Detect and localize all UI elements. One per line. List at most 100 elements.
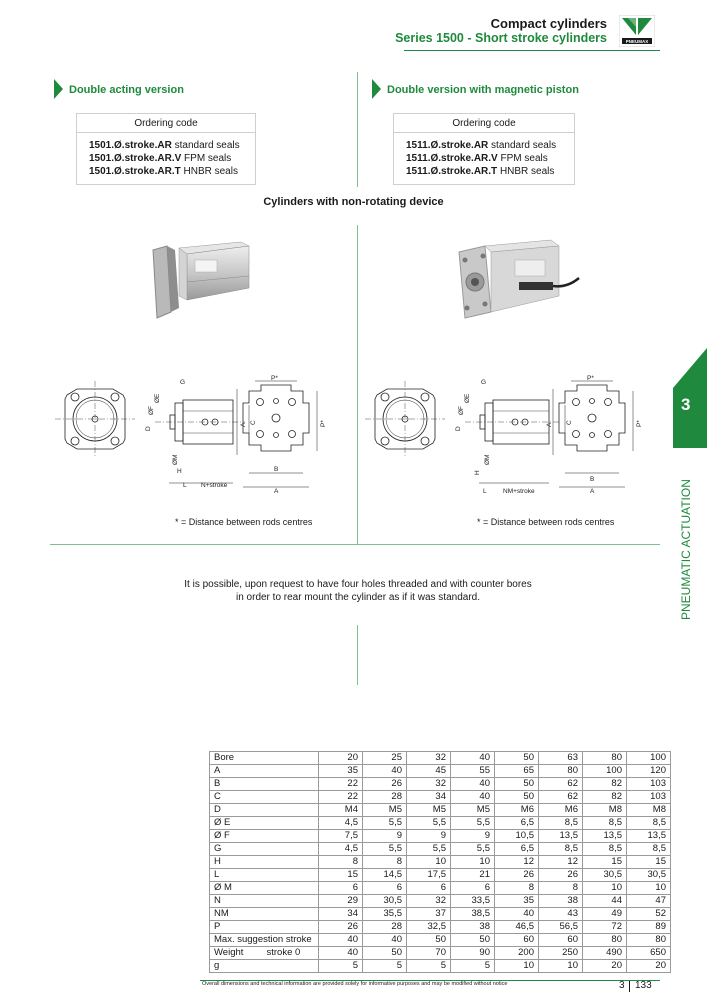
table-cell: 13,5	[626, 829, 671, 843]
table-cell: 46,5	[494, 920, 539, 934]
table-cell: 25	[362, 751, 407, 765]
right-ordering-box: Ordering code 1511.Ø.stroke.AR standard …	[393, 113, 575, 185]
table-cell: 250	[538, 946, 583, 960]
footer-separator	[629, 981, 630, 992]
table-cell: 50	[494, 751, 539, 765]
table-row-label: g	[209, 959, 263, 973]
note-line-2: in order to rear mount the cylinder as i…	[235, 592, 480, 603]
table-cell: 100	[626, 751, 671, 765]
left-section-heading: Double acting version	[69, 84, 184, 96]
dim-of-label: ØF	[148, 406, 155, 415]
footer-page-number: 133	[635, 980, 652, 991]
table-cell: 38	[450, 920, 495, 934]
table-cell: 10	[582, 881, 627, 895]
table-cell: 5,5	[450, 842, 495, 856]
dim-pstar-top-label: P*	[271, 375, 278, 382]
table-row-label: H	[209, 855, 319, 869]
divider-drawings	[357, 225, 358, 545]
table-cell: 62	[538, 777, 583, 791]
chapter-number: 3	[681, 395, 690, 414]
table-cell: 40	[362, 764, 407, 778]
table-cell: 6	[318, 881, 363, 895]
table-cell: 52	[626, 907, 671, 921]
table-cell: 5,5	[450, 816, 495, 830]
page-subtitle: Series 1500 - Short stroke cylinders	[395, 31, 607, 45]
dim-c-label: C	[250, 420, 257, 425]
table-cell: 50	[406, 933, 451, 947]
dim-h-label: H	[474, 470, 481, 475]
table-cell: 89	[626, 920, 671, 934]
dim-l-label: L	[183, 482, 187, 489]
table-cell: 10	[626, 881, 671, 895]
right-caption: * = Distance between rods centres	[477, 517, 615, 527]
table-cell: 10	[450, 855, 495, 869]
left-code-2: 1501.Ø.stroke.AR.V FPM seals	[89, 153, 232, 164]
table-cell: 38	[538, 894, 583, 908]
table-cell: 5,5	[362, 816, 407, 830]
table-cell: 8,5	[538, 816, 583, 830]
table-cell: 34	[318, 907, 363, 921]
table-row-label: Ø M	[209, 881, 319, 895]
table-cell: 5	[362, 959, 407, 973]
table-cell: 40	[318, 946, 363, 960]
table-cell: 17,5	[406, 868, 451, 882]
table-cell: 10,5	[494, 829, 539, 843]
table-cell: M4	[318, 803, 363, 817]
dim-l-label: L	[483, 488, 487, 495]
table-cell: 65	[494, 764, 539, 778]
table-cell: 62	[538, 790, 583, 804]
table-cell: M8	[582, 803, 627, 817]
table-cell: 28	[362, 920, 407, 934]
table-cell: 56,5	[538, 920, 583, 934]
right-order-header: Ordering code	[394, 114, 574, 133]
table-cell: 8,5	[626, 842, 671, 856]
table-cell: 40	[450, 790, 495, 804]
table-cell: 8	[318, 855, 363, 869]
brand-logo: PNEUMAX	[618, 14, 656, 48]
right-code-3: 1511.Ø.stroke.AR.T HNBR seals	[406, 166, 555, 177]
logo-text: PNEUMAX	[626, 39, 649, 44]
table-cell: 8,5	[538, 842, 583, 856]
table-cell: 20	[626, 959, 671, 973]
dim-pstar-top-label: P*	[587, 375, 594, 382]
table-cell: M6	[494, 803, 539, 817]
table-cell: 32,5	[406, 920, 451, 934]
dim-b-label: B	[590, 476, 594, 483]
dim-nmstroke-label: NM+stroke	[503, 488, 535, 495]
header-rule	[404, 50, 660, 51]
table-cell: 200	[494, 946, 539, 960]
table-cell: 7,5	[318, 829, 363, 843]
right-code-1: 1511.Ø.stroke.AR standard seals	[406, 140, 557, 151]
table-row-g: g 5 5 5 5 10 10 20 20	[209, 959, 671, 973]
dim-a-bottom-label: A	[590, 488, 595, 495]
page-title: Compact cylinders	[490, 16, 607, 31]
table-cell: 6	[362, 881, 407, 895]
table-cell: 6	[450, 881, 495, 895]
table-cell: 44	[582, 894, 627, 908]
dim-nstroke-label: N+stroke	[201, 482, 228, 489]
table-cell: 100	[582, 764, 627, 778]
table-cell: 72	[582, 920, 627, 934]
table-cell: 35	[318, 764, 363, 778]
table-cell: 5	[318, 959, 363, 973]
left-arrow-icon	[54, 79, 63, 99]
section-rule	[50, 544, 660, 545]
left-code-1: 1501.Ø.stroke.AR standard seals	[89, 140, 240, 151]
dim-d-label: D	[455, 426, 462, 431]
table-row-label: N	[209, 894, 319, 908]
rear-mount-note: It is possible, upon request to have fou…	[100, 578, 616, 604]
dim-a-side-label: A	[240, 422, 247, 427]
table-row-label: A	[209, 764, 319, 778]
table-cell: 10	[538, 959, 583, 973]
chapter-tab: 3	[673, 348, 707, 448]
dim-d-label: D	[145, 426, 152, 431]
right-section-heading: Double version with magnetic piston	[387, 84, 579, 96]
table-cell: M6	[538, 803, 583, 817]
